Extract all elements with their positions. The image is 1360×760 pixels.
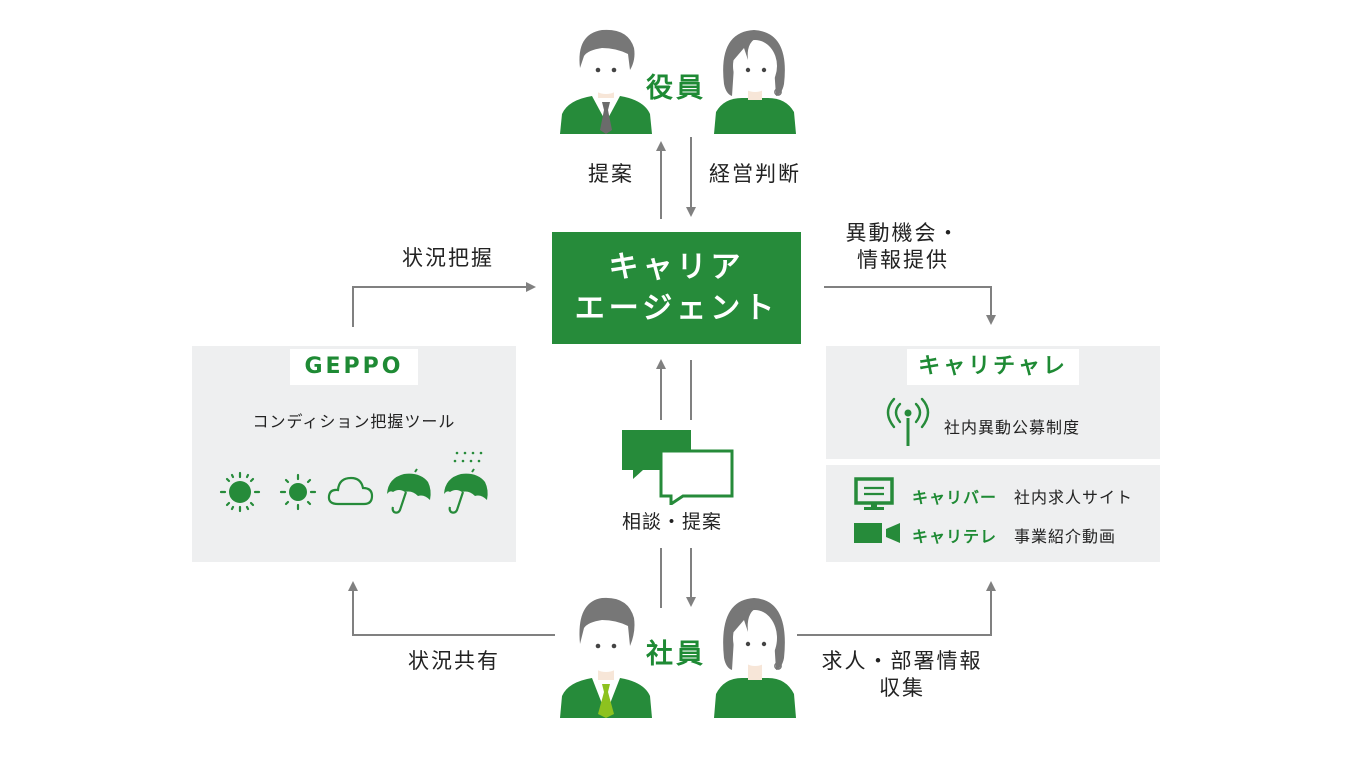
- monitor-icon: [854, 477, 894, 511]
- sunny-small-icon: [279, 473, 317, 511]
- career-agent-line2: エージェント: [574, 291, 779, 326]
- executives-label: 役員: [646, 73, 706, 104]
- career-agent-box: キャリア エージェント: [552, 232, 801, 344]
- employee-woman-avatar: [712, 592, 798, 718]
- arrow-job-info: [797, 581, 996, 636]
- label-job-info: 求人・部署情報 収集: [810, 648, 994, 703]
- carichalle-panel: キャリチャレ 社内異動公募制度: [826, 346, 1160, 459]
- label-job-info-line2: 収集: [879, 676, 925, 701]
- chat-bubbles-icon: [621, 429, 735, 505]
- career-agent-line1: キャリア: [608, 249, 745, 285]
- arrow-status-grasp: [352, 282, 536, 327]
- label-job-info-line1: 求人・部署情報: [821, 649, 983, 673]
- employee-man-avatar: [558, 592, 654, 718]
- umbrella-rain-icon: [444, 451, 488, 514]
- label-transfer-info-line2: 情報提供: [857, 248, 949, 273]
- umbrella-icon: [387, 468, 431, 514]
- executive-man-avatar: [558, 26, 654, 134]
- label-propose: 提案: [588, 162, 634, 186]
- executive-woman-avatar: [712, 26, 798, 134]
- label-management-decision: 経営判断: [709, 162, 801, 186]
- caritele-name: キャリテレ: [912, 527, 998, 546]
- antenna-icon: [882, 396, 934, 448]
- employees-label: 社員: [646, 639, 706, 670]
- cloud-icon: [327, 476, 374, 506]
- arrow-status-share: [348, 581, 555, 636]
- caribar-name: キャリバー: [912, 488, 998, 507]
- label-status-share: 状況共有: [408, 649, 500, 673]
- carichalle-title: キャリチャレ: [907, 349, 1079, 385]
- arrow-transfer-info: [824, 286, 996, 325]
- geppo-title: GEPPO: [290, 349, 418, 385]
- label-transfer-info: 異動機会・ 情報提供: [838, 220, 968, 275]
- weather-icons: [218, 450, 498, 514]
- sunny-icon: [219, 471, 261, 513]
- geppo-subtitle: コンディション把握ツール: [252, 412, 456, 431]
- label-consult-propose: 相談・提案: [622, 511, 723, 533]
- carichalle-item-text: 社内異動公募制度: [944, 418, 1081, 437]
- geppo-panel: GEPPO コンディション把握ツール: [192, 346, 516, 562]
- label-status-grasp: 状況把握: [402, 246, 494, 270]
- caribar-desc: 社内求人サイト: [1014, 488, 1134, 507]
- caritele-desc: 事業紹介動画: [1014, 527, 1117, 546]
- label-transfer-info-line1: 異動機会・: [845, 221, 961, 245]
- carichalle-tools-panel: キャリバー 社内求人サイト キャリテレ 事業紹介動画: [826, 465, 1160, 562]
- video-camera-icon: [854, 521, 902, 545]
